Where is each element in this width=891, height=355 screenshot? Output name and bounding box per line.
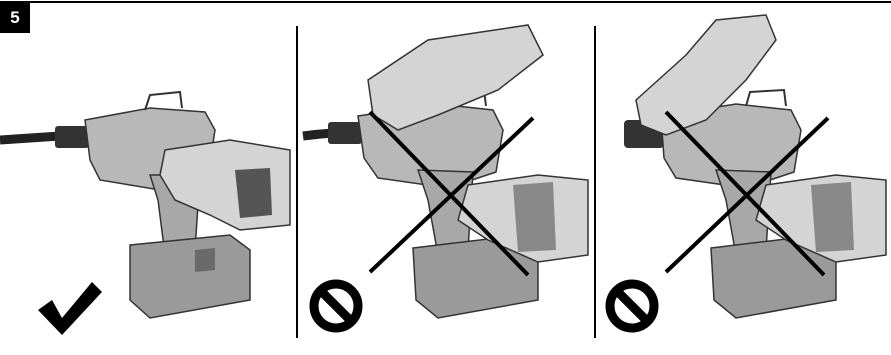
tool-illustration-incorrect-2 [605,14,887,333]
tool-illustration-incorrect-1 [302,24,589,333]
panel-incorrect-grip-1 [298,0,594,355]
checkmark-icon [38,282,102,335]
prohibited-icon [605,279,659,333]
panel-correct-grip [0,0,296,355]
prohibited-icon [309,279,363,333]
top-rule [0,1,891,3]
x-cross-icon [368,110,535,277]
tool-illustration-correct [0,90,291,335]
x-cross-icon [664,110,830,277]
panel-divider-1 [296,26,298,338]
panel-divider-2 [594,26,596,338]
figure-number-badge: 5 [0,3,30,33]
panel-incorrect-grip-2 [596,0,891,355]
